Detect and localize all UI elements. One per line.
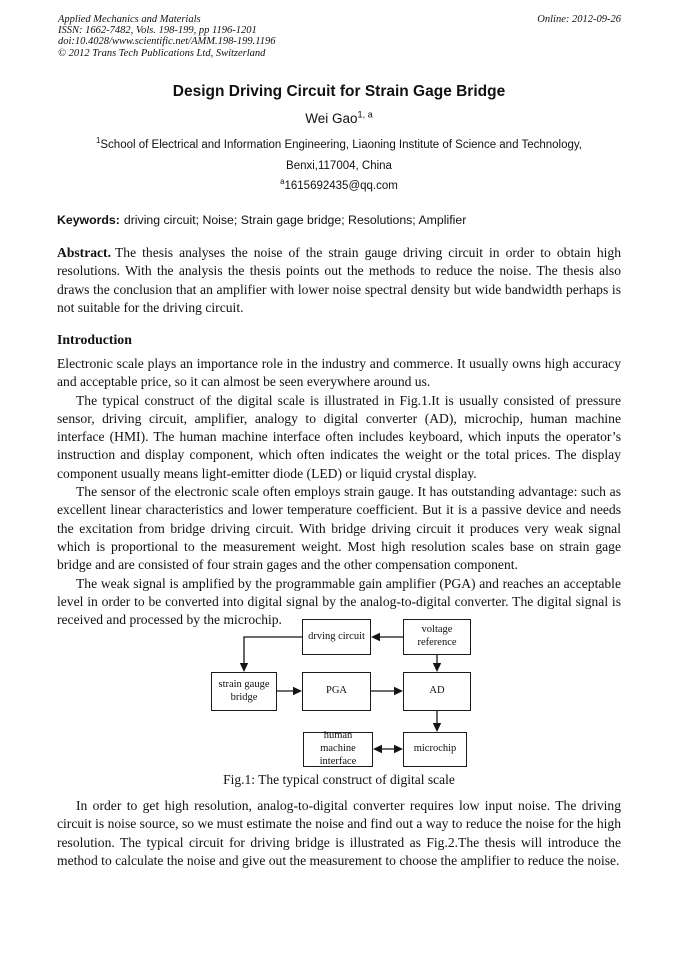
diagram-block-voltage-reference: voltage reference [403,619,471,655]
journal-header: Applied Mechanics and Materials ISSN: 16… [58,14,621,59]
affiliation-text: School of Electrical and Information Eng… [100,139,582,151]
keywords-label: Keywords: [57,213,120,227]
intro-paragraph-1: Electronic scale plays an importance rol… [57,356,621,390]
author-superscript: 1, a [357,109,373,120]
author-line: Wei Gao1, a [57,109,621,126]
section-heading-introduction: Introduction [57,332,132,347]
email-superscript: a [280,177,285,187]
abstract-paragraph: Abstract.The thesis analyses the noise o… [57,244,621,318]
intro-paragraph-2: The typical construct of the digital sca… [57,392,621,481]
closing-paragraph: In order to get high resolution, analog-… [57,798,621,868]
journal-doi: doi:10.4028/www.scientific.net/AMM.198-1… [58,36,276,48]
journal-name: Applied Mechanics and Materials [58,14,201,25]
diagram-block-microchip: microchip [403,732,467,767]
intro-paragraph-4: The weak signal is amplified by the prog… [57,575,621,628]
author-name: Wei Gao [305,111,358,126]
figure-caption: Fig.1: The typical construct of digital … [223,772,455,787]
introduction-body: Electronic scale plays an importance rol… [57,355,621,629]
keywords-line: Keywords:driving circuit; Noise; Strain … [57,213,621,227]
journal-header-left: Applied Mechanics and Materials ISSN: 16… [58,14,275,59]
diagram-block-strain-gauge-bridge: strain gauge bridge [211,672,277,711]
paper-title: Design Driving Circuit for Strain Gage B… [172,83,506,100]
abstract-text: The thesis analyses the noise of the str… [57,245,621,316]
keywords-text: driving circuit; Noise; Strain gage brid… [123,213,467,227]
intro-paragraph-3: The sensor of the electronic scale often… [57,484,621,573]
diagram-block-driving-circuit: drving circuit [302,619,371,655]
diagram-block-pga: PGA [302,672,371,711]
affiliation-line2: Benxi,117004, China [286,160,392,172]
affiliation-line1: 1School of Electrical and Information En… [20,136,658,151]
author-email: 1615692435@qq.com [284,180,398,192]
diagram-block-ad: AD [403,672,471,711]
online-date: Online: 2012-09-26 [537,14,621,25]
journal-copyright: © 2012 Trans Tech Publications Ltd, Swit… [58,47,266,59]
journal-issn: ISSN: 1662-7482, Vols. 198-199, pp 1196-… [58,25,257,37]
abstract-label: Abstract. [57,245,111,260]
author-email-line: a1615692435@qq.com [57,177,621,192]
affiliation-superscript: 1 [96,136,101,146]
diagram-block-hmi: human machine interface [303,730,373,767]
